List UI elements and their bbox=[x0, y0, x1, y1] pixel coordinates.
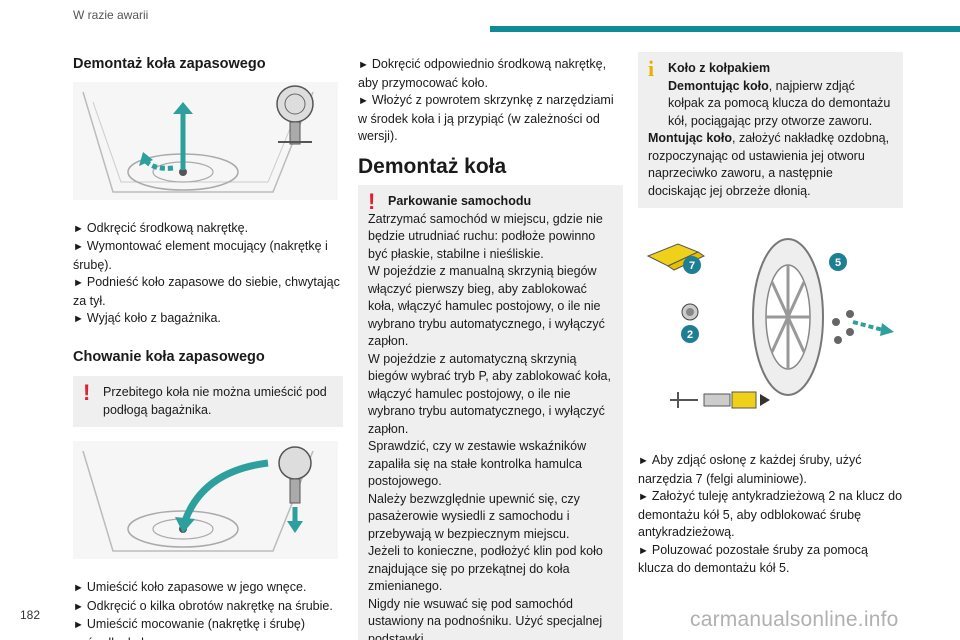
warning-box-parking: ! Parkowanie samochodu Zatrzymać samochó… bbox=[358, 185, 623, 640]
triangle-right-icon: ► bbox=[358, 95, 369, 107]
callout-badge bbox=[683, 256, 701, 274]
column-3: i Koło z kołpakiem Demontując koło, najp… bbox=[638, 52, 903, 578]
column-2: ►Dokręcić odpowiednio środkową nakrętkę,… bbox=[358, 56, 623, 640]
steps-remove-spare: ►Odkręcić środkową nakrętkę. ►Wymontować… bbox=[73, 220, 343, 329]
triangle-right-icon: ► bbox=[73, 582, 84, 594]
triangle-right-icon: ► bbox=[73, 313, 84, 325]
list-item: ►Założyć tuleję antykradzieżową 2 na klu… bbox=[638, 489, 903, 539]
list-item: ►Dokręcić odpowiednio środkową nakrętkę,… bbox=[358, 57, 607, 90]
warning-box-punctured: ! Przebitego koła nie można umieścić pod… bbox=[73, 376, 343, 427]
triangle-right-icon: ► bbox=[638, 544, 649, 557]
triangle-right-icon: ► bbox=[73, 619, 84, 631]
header-accent-bar bbox=[490, 26, 960, 32]
list-item: ►Umieścić mocowanie (nakrętkę i śrubę) p… bbox=[73, 617, 306, 640]
callout-badge bbox=[681, 325, 699, 343]
trunk-illustration-1 bbox=[73, 81, 338, 200]
list-item: ►Poluzować pozostałe śruby za pomocą klu… bbox=[638, 542, 868, 576]
callout-5: 5 bbox=[835, 257, 841, 269]
triangle-right-icon: ► bbox=[638, 491, 649, 503]
trunk-illustration-2 bbox=[73, 441, 338, 559]
list-item: ►Odkręcić środkową nakrętkę. bbox=[73, 220, 249, 235]
page-number: 182 bbox=[20, 608, 41, 622]
steps-remove-bolts: ►Aby zdjąć osłonę z każdej śruby, użyć n… bbox=[638, 452, 903, 578]
column-1: Demontaż koła zapasowego ►Odkręcić środk… bbox=[73, 56, 343, 640]
triangle-right-icon: ► bbox=[73, 222, 84, 235]
triangle-right-icon: ► bbox=[73, 600, 84, 613]
heading-store-spare: Chowanie koła zapasowego bbox=[73, 348, 265, 365]
triangle-right-icon: ► bbox=[358, 59, 369, 71]
list-item: ►Włożyć z powrotem skrzynkę z narzędziam… bbox=[358, 93, 614, 143]
info-box-hubcap: i Koło z kołpakiem Demontując koło, najp… bbox=[638, 52, 903, 208]
steps-store-spare: ►Umieścić koło zapasowe w jego wnęce. ►O… bbox=[73, 579, 343, 640]
figure-spare-removal bbox=[73, 81, 338, 200]
list-item: ►Aby zdjąć osłonę z każdej śruby, użyć n… bbox=[638, 453, 862, 486]
figure-wheel-bolts: 7 5 2 bbox=[638, 222, 903, 432]
list-item: ►Wymontować element mocujący (nakrętkę i… bbox=[73, 239, 328, 272]
info-icon: i bbox=[648, 56, 655, 81]
triangle-right-icon: ► bbox=[73, 241, 84, 253]
wheel-tools-illustration: 7 5 2 bbox=[638, 222, 903, 432]
list-item: ►Odkręcić o kilka obrotów nakrętkę na śr… bbox=[73, 598, 333, 613]
callout-7: 7 bbox=[689, 260, 695, 272]
figure-spare-storing bbox=[73, 441, 338, 559]
heading-remove-spare: Demontaż koła zapasowego bbox=[73, 56, 266, 72]
triangle-right-icon: ► bbox=[638, 455, 649, 467]
list-item: ►Wyjąć koło z bagażnika. bbox=[73, 311, 221, 325]
list-item: ►Podnieść koło zapasowe do siebie, chwyt… bbox=[73, 275, 340, 308]
callout-2: 2 bbox=[687, 329, 693, 341]
heading-remove-wheel: Demontaż koła bbox=[358, 154, 507, 178]
list-item: ►Umieścić koło zapasowe w jego wnęce. bbox=[73, 580, 307, 594]
header-title: W razie awarii bbox=[73, 8, 149, 22]
callout-badge bbox=[829, 253, 847, 271]
exclamation-icon: ! bbox=[368, 189, 376, 214]
triangle-right-icon: ► bbox=[73, 277, 84, 289]
watermark: carmanualsonline.info bbox=[690, 608, 899, 631]
exclamation-icon: ! bbox=[83, 380, 91, 405]
